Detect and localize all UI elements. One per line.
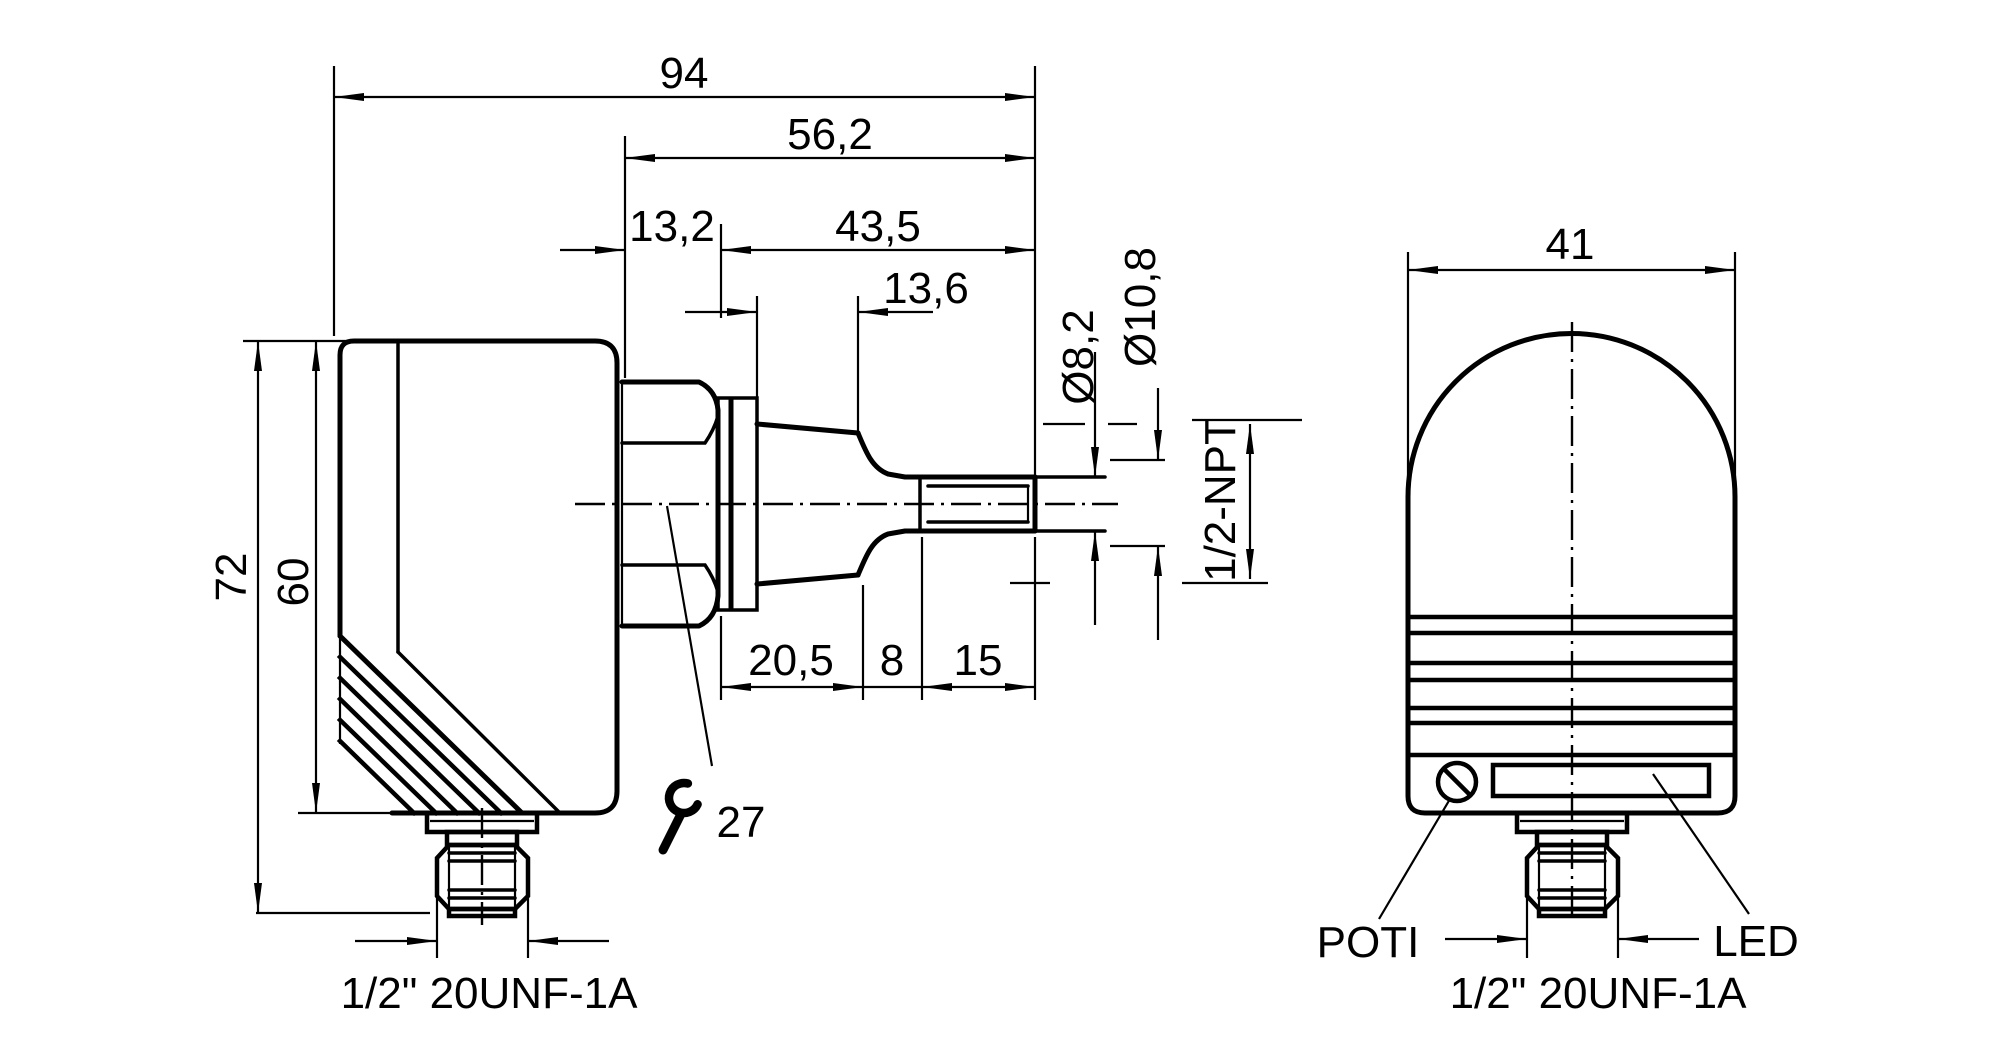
dim-8-label: 8 (880, 636, 904, 685)
poti-screw (1435, 760, 1479, 804)
dim-front-width: 41 (1406, 220, 1737, 502)
dim-overall-length: 94 (334, 49, 1035, 101)
dim-cone-length: 20,5 (721, 636, 863, 691)
dim-thread-to-tip: 43,5 (721, 202, 1035, 254)
dim-15-label: 15 (954, 636, 1003, 685)
wrench-callout: 27 (658, 505, 766, 855)
dim-npt-length: 13,6 (685, 264, 969, 316)
dia-8-2-label: Ø8,2 (1054, 309, 1103, 404)
dim-72-label: 72 (207, 553, 256, 602)
dim-13-6-label: 13,6 (883, 264, 969, 313)
wrench-icon (658, 778, 702, 855)
dim-body-height: 60 (269, 341, 320, 813)
extension-lines-side (243, 66, 1302, 958)
wrench-leader-line (665, 505, 714, 767)
poti-label: POTI (1317, 918, 1420, 967)
dim-94-label: 94 (660, 49, 709, 98)
npt-thread-label: 1/2-NPT (1196, 418, 1245, 582)
process-connection-cone (754, 421, 1038, 587)
dim-total-height: 72 (207, 341, 262, 913)
led-leader-line (1652, 773, 1750, 915)
dim-41-label: 41 (1546, 220, 1595, 269)
led-label: LED (1713, 917, 1799, 966)
dim-dia-sleeve: Ø10,8 (1116, 247, 1165, 640)
wrench-size-label: 27 (717, 798, 766, 847)
poti-leader-line (1378, 798, 1451, 920)
front-view: 41 POTI LED 1/2" 20UNF-1A (1317, 220, 1799, 1018)
led-window (1490, 762, 1712, 799)
dim-tip-length: 15 (922, 636, 1035, 691)
dim-connector-thread-front: 1/2" 20UNF-1A (1445, 895, 1747, 1018)
dim-20-5-label: 20,5 (748, 636, 834, 685)
dim-connector-thread-side: 1/2" 20UNF-1A (341, 937, 639, 1018)
dia-10-8-label: Ø10,8 (1116, 247, 1165, 367)
side-view: 94 56,2 13,2 43,5 13,6 20,5 8 (207, 49, 1302, 1018)
dim-56-2-label: 56,2 (787, 110, 873, 159)
dim-13-2-label: 13,2 (629, 202, 715, 251)
connector-thread-side (424, 808, 540, 925)
dim-insert-length: 56,2 (625, 110, 1035, 162)
dim-npt-thread: 1/2-NPT (1196, 418, 1254, 582)
dim-neck-length: 8 (863, 636, 922, 689)
unf-thread-label-side: 1/2" 20UNF-1A (341, 969, 639, 1018)
poti-callout: POTI (1317, 798, 1451, 967)
dim-43-5-label: 43,5 (835, 202, 921, 251)
dim-60-label: 60 (269, 558, 318, 607)
unf-thread-label-front: 1/2" 20UNF-1A (1450, 969, 1748, 1018)
front-body-outline (1405, 331, 1738, 816)
corner-fin-hatching (336, 653, 505, 817)
led-callout: LED (1652, 773, 1799, 966)
dim-dia-tip: Ø8,2 (1054, 309, 1103, 625)
dim-hex-length: 13,2 (560, 202, 715, 254)
